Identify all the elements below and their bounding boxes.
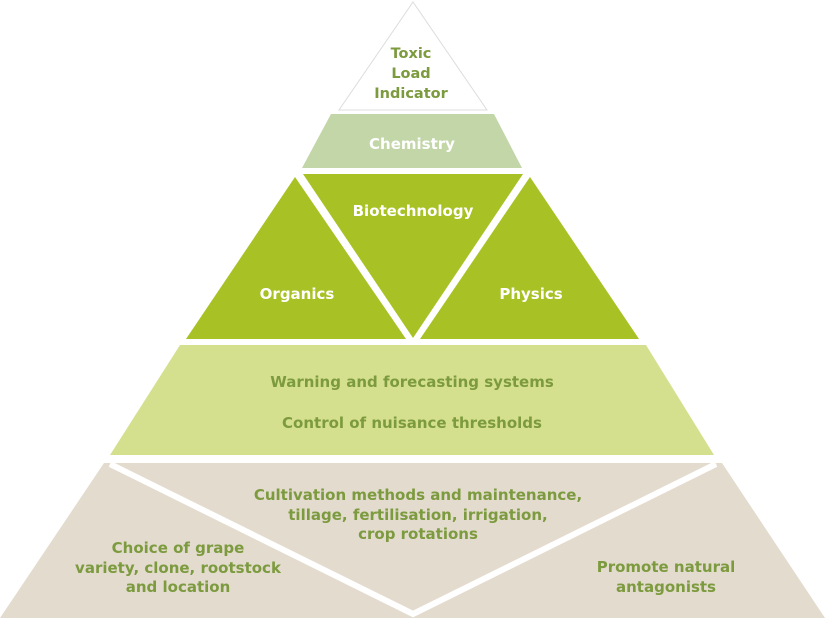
base-cultivation-line-3: crop rotations	[358, 525, 478, 543]
tier-top-line-3: Indicator	[374, 86, 448, 102]
tier-biotechnology-label: Biotechnology	[353, 202, 474, 220]
tier-base-band	[0, 463, 825, 618]
base-cultivation-line-1: Cultivation methods and maintenance,	[254, 486, 582, 504]
base-divider-lines	[108, 461, 718, 618]
tier-top-line-1: Toxic	[391, 46, 432, 62]
base-grape-line-2: variety, clone, rootstock	[75, 559, 282, 577]
base-cultivation-line-2: tillage, fertilisation, irrigation,	[288, 506, 547, 524]
tier-warning-line-2: Control of nuisance thresholds	[282, 414, 542, 432]
tier-warning-line-1: Warning and forecasting systems	[270, 373, 554, 391]
tier-chemistry-label: Chemistry	[369, 135, 455, 153]
tier-top-line-2: Load	[391, 66, 430, 82]
tier-warning-band	[110, 345, 714, 455]
tier-organics-label: Organics	[260, 285, 335, 303]
base-antagonists-line-2: antagonists	[616, 578, 716, 596]
base-grape-line-1: Choice of grape	[112, 539, 245, 557]
tier-physics-label: Physics	[499, 285, 562, 303]
tier-biotechnology-triangle	[303, 174, 523, 338]
base-grape-line-3: and location	[126, 578, 231, 596]
tier-chemistry-band	[302, 114, 522, 168]
tier-organics-triangle	[186, 177, 406, 339]
base-antagonists-line-1: Promote natural	[597, 558, 736, 576]
tier-top-triangle	[338, 1, 488, 111]
tier-physics-triangle	[420, 177, 639, 339]
